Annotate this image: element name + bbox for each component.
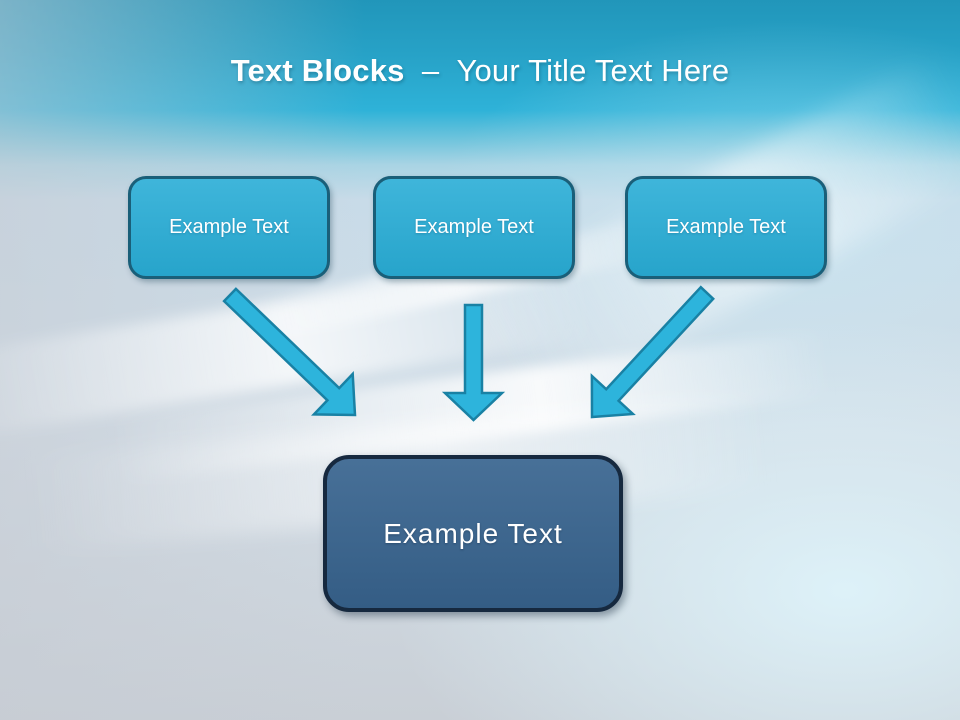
text-block-3: Example Text bbox=[625, 176, 827, 279]
text-block-2: Example Text bbox=[373, 176, 575, 279]
slide-title: Text Blocks – Your Title Text Here bbox=[0, 52, 960, 90]
diagonal-down-right-arrow-icon bbox=[222, 287, 357, 417]
background-streak bbox=[0, 253, 593, 442]
summary-block-label: Example Text bbox=[383, 517, 563, 549]
text-block-1: Example Text bbox=[128, 176, 330, 279]
slide-title-rest: Your Title Text Here bbox=[456, 53, 730, 88]
down-arrow-icon bbox=[441, 303, 506, 422]
text-block-2-label: Example Text bbox=[414, 216, 534, 238]
text-block-1-label: Example Text bbox=[169, 216, 289, 238]
slide-title-separator: – bbox=[421, 53, 440, 88]
text-block-3-label: Example Text bbox=[666, 216, 786, 238]
summary-block: Example Text bbox=[323, 455, 623, 612]
diagonal-down-left-arrow-icon bbox=[590, 285, 715, 419]
slide-title-bold: Text Blocks bbox=[230, 53, 405, 88]
